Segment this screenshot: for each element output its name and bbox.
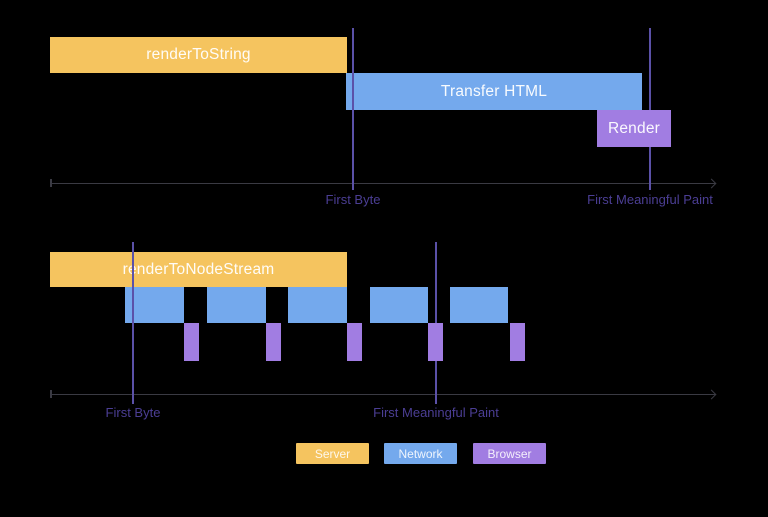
bar-label: Transfer HTML [440, 82, 548, 100]
network-bar [450, 287, 508, 323]
browser-bar [510, 323, 525, 361]
server-bar: renderToNodeStream [50, 252, 347, 287]
legend-label-server: Server [314, 446, 351, 461]
network-bar [288, 287, 347, 323]
legend-item-browser: Browser [473, 443, 546, 464]
server-bar: renderToString [50, 37, 347, 73]
browser-bar: Render [597, 110, 671, 147]
timeline-axis [50, 183, 716, 184]
marker-line [352, 28, 354, 190]
browser-bar [184, 323, 199, 361]
network-bar [370, 287, 428, 323]
marker-label: First Meaningful Paint [373, 405, 499, 420]
network-bar [207, 287, 266, 323]
bar-label: renderToNodeStream [122, 260, 275, 278]
axis-start-tick [50, 390, 52, 398]
marker-label: First Meaningful Paint [587, 192, 713, 207]
legend-label-network: Network [398, 446, 443, 461]
browser-bar [347, 323, 362, 361]
legend-item-server: Server [296, 443, 369, 464]
browser-bar [266, 323, 281, 361]
bar-label: renderToString [146, 46, 251, 63]
marker-label: First Byte [325, 192, 381, 207]
marker-label: First Byte [105, 405, 161, 420]
axis-start-tick [50, 179, 52, 187]
network-bar [125, 287, 184, 323]
legend-label-browser: Browser [487, 446, 532, 461]
legend-item-network: Network [384, 443, 457, 464]
marker-line [132, 242, 134, 404]
bar-label: Render [607, 119, 661, 137]
network-bar: Transfer HTML [346, 73, 642, 110]
timeline-axis [50, 394, 716, 395]
browser-bar [428, 323, 443, 361]
legend: Server Network Browser [0, 443, 768, 465]
axis-arrow-icon [706, 389, 717, 399]
marker-line [649, 28, 651, 190]
